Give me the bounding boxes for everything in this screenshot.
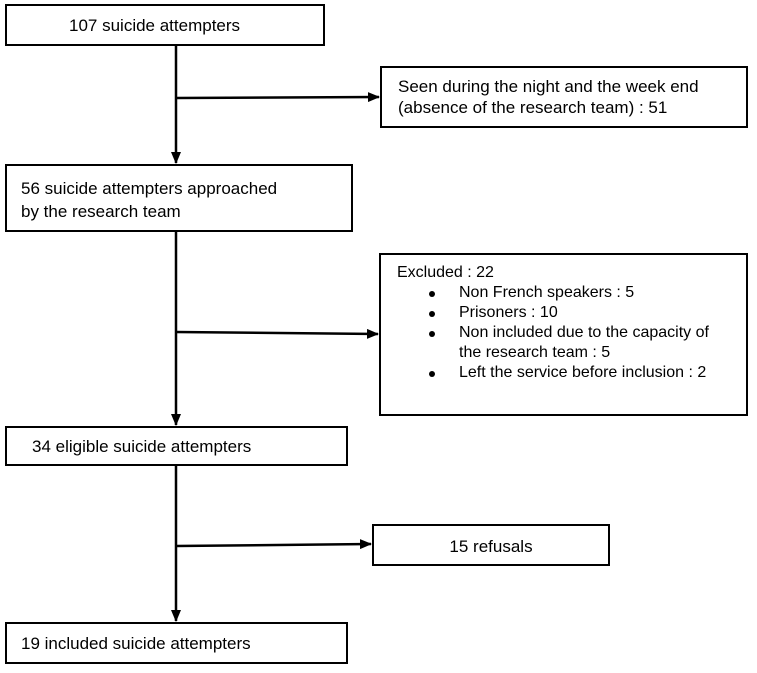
box-included: 19 included suicide attempters <box>5 622 348 664</box>
excluded-reason-capacity: Non included due to the capacity of the … <box>397 323 729 363</box>
box-eligible-text: 34 eligible suicide attempters <box>32 437 252 456</box>
box-night-weekend: Seen during the night and the week end (… <box>380 66 748 128</box>
box-approached-line1: 56 suicide attempters approached <box>21 179 278 198</box>
box-total-attempters-text: 107 suicide attempters <box>69 16 241 35</box>
excluded-reason-prisoners: Prisoners : 10 <box>397 303 729 323</box>
box-excluded-title: Excluded : 22 <box>397 264 494 281</box>
box-eligible: 34 eligible suicide attempters <box>5 426 348 466</box>
box-refusals-text: 15 refusals <box>449 537 533 556</box>
excluded-reason-left-service: Left the service before inclusion : 2 <box>397 363 729 383</box>
box-night-weekend-line2: (absence of the research team) : 51 <box>398 98 668 117</box>
arrow-to-excluded <box>175 328 379 339</box>
excluded-reason-non-french: Non French speakers : 5 <box>397 283 729 303</box>
box-night-weekend-line1: Seen during the night and the week end <box>398 77 699 96</box>
arrow-to-refusals <box>175 539 372 550</box>
box-approached-line2: by the research team <box>21 202 181 221</box>
box-excluded: Excluded : 22 Non French speakers : 5 Pr… <box>379 253 748 416</box>
box-included-text: 19 included suicide attempters <box>21 634 251 653</box>
excluded-reasons-list: Non French speakers : 5 Prisoners : 10 N… <box>397 283 746 383</box>
box-refusals: 15 refusals <box>372 524 610 566</box>
arrow-to-night-absence <box>175 92 380 103</box>
box-approached: 56 suicide attempters approached by the … <box>5 164 353 232</box>
box-total-attempters: 107 suicide attempters <box>5 4 325 46</box>
